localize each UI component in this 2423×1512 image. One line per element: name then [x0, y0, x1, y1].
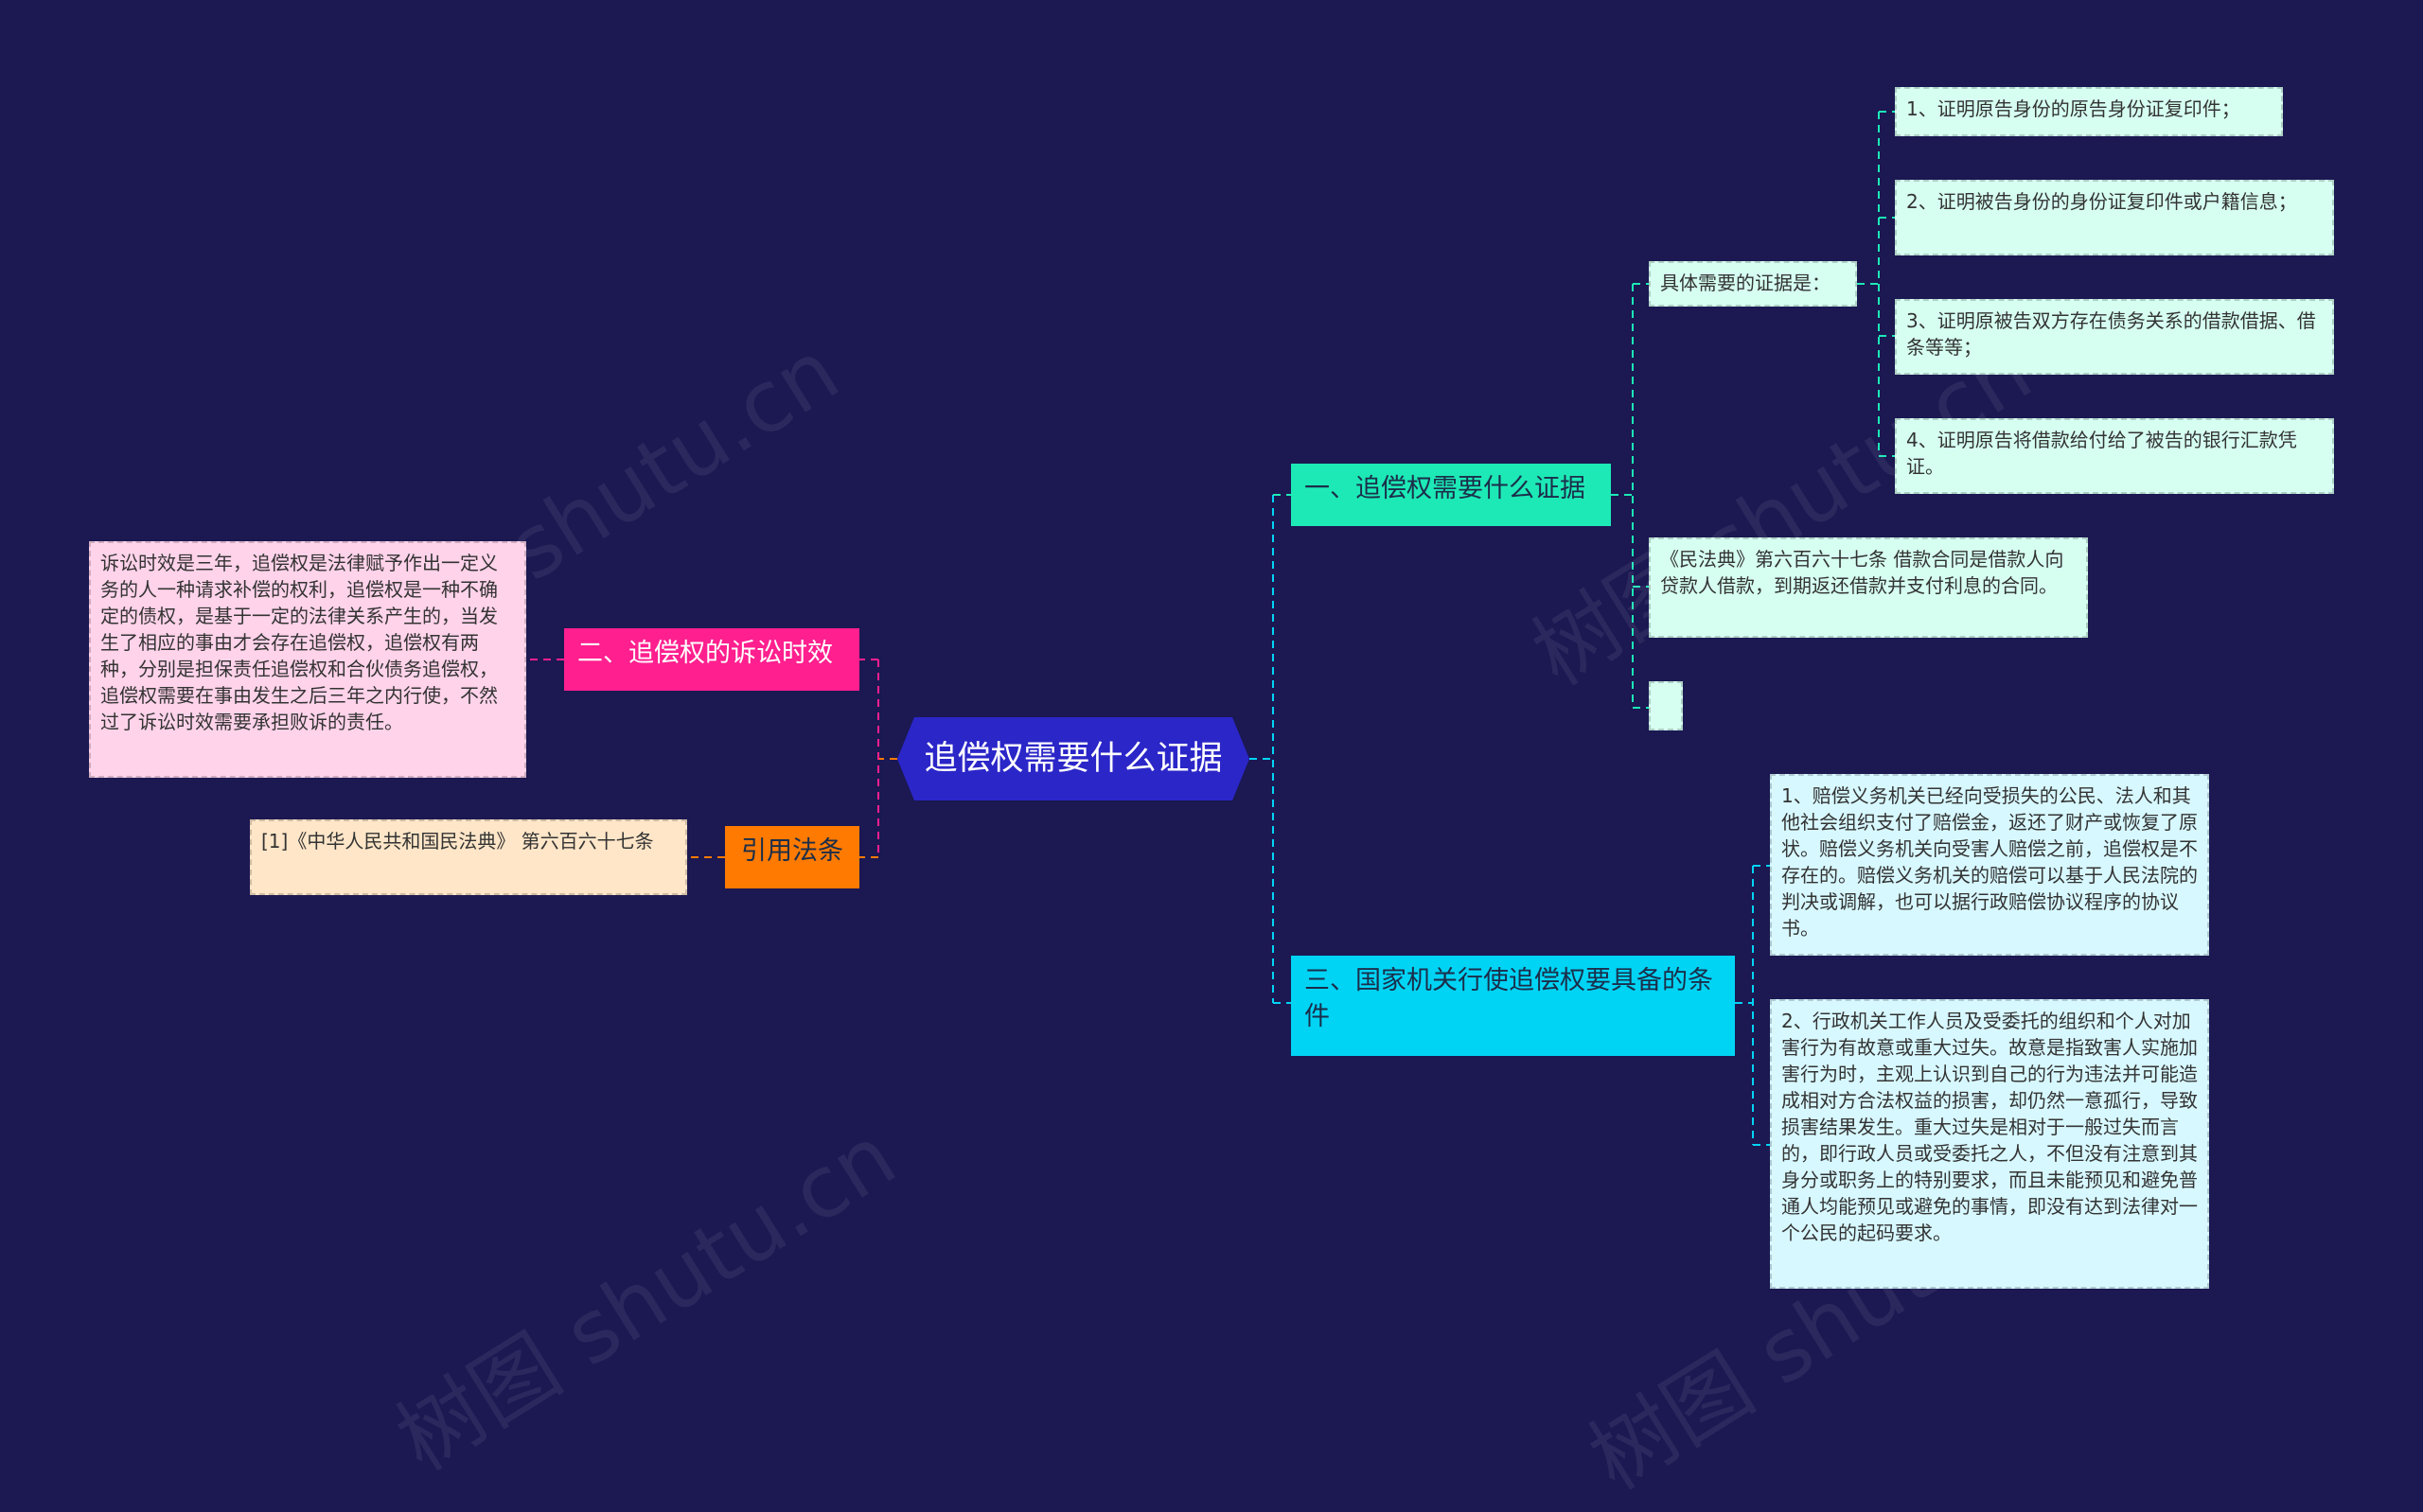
branch-node-evidence[interactable]: 一、追偿权需要什么证据 [1291, 464, 1611, 526]
evidence-item-3[interactable]: 3、证明原被告双方存在债务关系的借款借据、借条等等； [1895, 299, 2334, 375]
connector-lines [526, 111, 1895, 1146]
limitation-text-node[interactable]: 诉讼时效是三年，追偿权是法律赋予作出一定义务的人一种请求补偿的权利，追偿权是一种… [89, 541, 526, 778]
root-node[interactable]: 追偿权需要什么证据 [897, 717, 1249, 800]
branch-node-cite[interactable]: 引用法条 [725, 826, 859, 888]
cite-text-node[interactable]: [1]《中华人民共和国民法典》 第六百六十七条 [250, 819, 687, 895]
evidence-heading-node[interactable]: 具体需要的证据是： [1649, 261, 1857, 307]
condition-item-2[interactable]: 2、行政机关工作人员及受委托的组织和个人对加害行为有故意或重大过失。故意是指致害… [1770, 999, 2209, 1289]
empty-leaf-node[interactable] [1649, 681, 1683, 730]
law-text-node[interactable]: 《民法典》第六百六十七条 借款合同是借款人向贷款人借款，到期返还借款并支付利息的… [1649, 537, 2088, 638]
branch-node-limitation[interactable]: 二、追偿权的诉讼时效 [564, 628, 859, 691]
evidence-item-2[interactable]: 2、证明被告身份的身份证复印件或户籍信息； [1895, 180, 2334, 255]
condition-item-1[interactable]: 1、赔偿义务机关已经向受损失的公民、法人和其他社会组织支付了赔偿金，返还了财产或… [1770, 774, 2209, 956]
branch-node-conditions[interactable]: 三、国家机关行使追偿权要具备的条件 [1291, 956, 1735, 1056]
evidence-item-4[interactable]: 4、证明原告将借款给付给了被告的银行汇款凭证。 [1895, 418, 2334, 494]
evidence-item-1[interactable]: 1、证明原告身份的原告身份证复印件； [1895, 87, 2283, 136]
